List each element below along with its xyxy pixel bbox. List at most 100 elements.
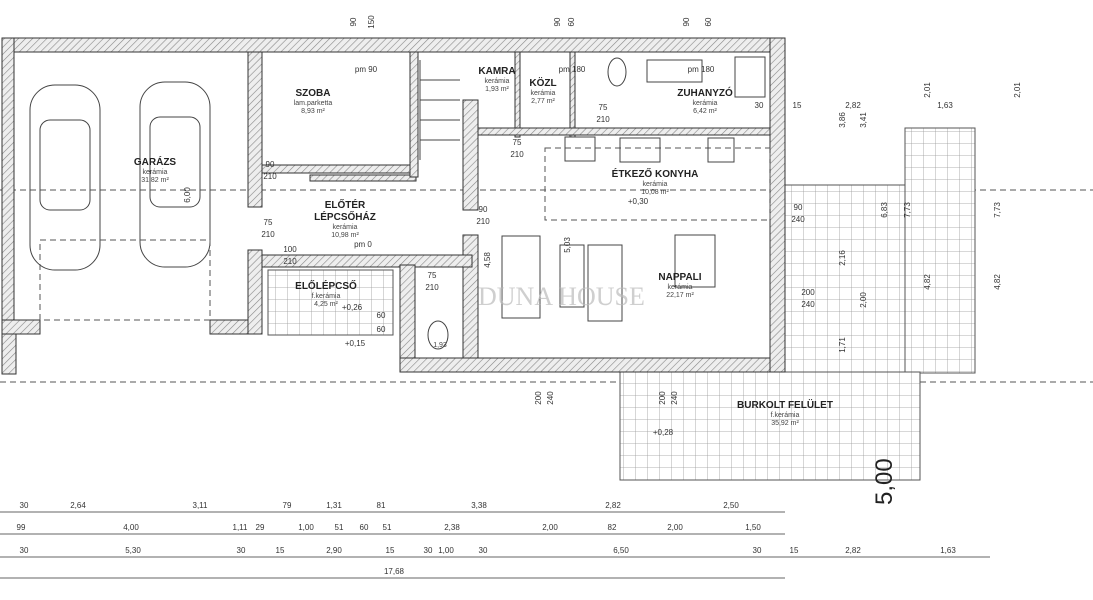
door-height: 210 (476, 217, 490, 226)
dimension-label: 82 (608, 523, 617, 532)
dimension-label: 4,82 (993, 274, 1002, 290)
window-height: 240 (801, 300, 815, 309)
dimension-label: 5,03 (563, 237, 572, 253)
level-label: +0,15 (345, 339, 366, 348)
level-label: pm 0 (354, 240, 372, 249)
big-dimension-label: 5,00 (871, 458, 898, 505)
dimension-label: 29 (256, 523, 265, 532)
garage-door-outline (39, 239, 211, 321)
dimension-label: 2,38 (444, 523, 460, 532)
room-name: ÉTKEZŐ KONYHA (612, 167, 699, 180)
walls (1, 37, 786, 375)
door-height: 210 (263, 172, 277, 181)
car-icon (139, 81, 211, 268)
room-material: f.kerámia (771, 412, 800, 419)
room-material: kerámia (333, 224, 358, 231)
dimension-label: 150 (367, 15, 376, 29)
dimension-label: 1,11 (233, 523, 249, 532)
dimension-label: 2,16 (838, 250, 847, 266)
room-area: 10,98 m² (331, 232, 359, 239)
dimension-label: 30 (755, 101, 764, 110)
room-area: 1,93 (433, 342, 447, 349)
room-area: 4,25 m² (314, 301, 338, 308)
dimension-label: 1,00 (298, 523, 314, 532)
room-name: ELŐLÉPCSŐ (295, 279, 357, 292)
dimension-label: 2,64 (70, 501, 86, 510)
room-area: 35,92 m² (771, 420, 799, 427)
dimension-label: 3,86 (838, 112, 847, 128)
dimension-label: 6,50 (613, 546, 629, 555)
front-steps-tiles (267, 269, 394, 336)
room-area: 22,17 m² (666, 292, 694, 299)
dimension-label: 3,41 (859, 112, 868, 128)
dimension-label: 79 (283, 501, 292, 510)
dimension-label: 2,82 (845, 101, 861, 110)
dimension-label: 60 (567, 17, 576, 26)
dimension-label: 1,71 (838, 337, 847, 353)
level-label: pm 180 (559, 65, 586, 74)
dimension-label: 30 (753, 546, 762, 555)
dimension-label: 6,00 (183, 187, 192, 203)
dimension-label: 99 (17, 523, 26, 532)
room-area: 2,77 m² (531, 98, 555, 105)
dimension-label: 15 (793, 101, 802, 110)
window-width: 200 (658, 391, 667, 405)
room-area: 1,93 m² (485, 86, 509, 93)
door-height: 210 (596, 115, 610, 124)
dimension-label: 1,50 (745, 523, 761, 532)
room-material: lam.parketta (294, 100, 333, 107)
window-height: 240 (546, 391, 555, 405)
room-area: 10,08 m² (641, 189, 669, 196)
watermark: DUNA HOUSE (478, 282, 645, 311)
dimension-label: 1,31 (326, 501, 342, 510)
dimension-label: 2,90 (326, 546, 342, 555)
room-name: LÉPCSŐHÁZ (314, 210, 376, 223)
dimension-label: 30 (237, 546, 246, 555)
room-material: kerámia (531, 90, 556, 97)
door-width: 75 (513, 138, 522, 147)
dimension-label: 90 (349, 17, 358, 26)
door-width: 75 (428, 271, 437, 280)
furniture (419, 56, 771, 350)
dimension-label: 51 (383, 523, 392, 532)
room-material: kerámia (643, 181, 668, 188)
level-label: +0,28 (653, 428, 674, 437)
terrace-strip (904, 127, 976, 374)
level-label: pm 180 (688, 65, 715, 74)
dimension-label: 1,63 (940, 546, 956, 555)
dimension-label: 2,82 (845, 546, 861, 555)
dimension-label: 60 (360, 523, 369, 532)
room-area: 8,93 m² (301, 108, 325, 115)
dimension-label: 2,00 (667, 523, 683, 532)
window-height: 240 (670, 391, 679, 405)
terrace-tiles (784, 184, 916, 373)
dimension-label: 5,30 (125, 546, 141, 555)
room-area: 6,42 m² (693, 108, 717, 115)
room-material: f.kerámia (312, 293, 341, 300)
door-height: 210 (261, 230, 275, 239)
dimension-label: 30 (479, 546, 488, 555)
door-width: 90 (479, 205, 488, 214)
room-name: ZUHANYZÓ (677, 86, 733, 99)
room-material: kerámia (485, 78, 510, 85)
dimension-label: 1,00 (438, 546, 454, 555)
room-name: KAMRA (478, 66, 515, 77)
dimension-label: 4,00 (123, 523, 139, 532)
room-material: kerámia (693, 100, 718, 107)
dimension-label: 3,11 (193, 501, 209, 510)
room-name: SZOBA (296, 88, 331, 99)
room-name: GARÁZS (134, 155, 177, 168)
dimension-label: 3,38 (471, 501, 487, 510)
dimension-label: 90 (553, 17, 562, 26)
door-width: 75 (264, 218, 273, 227)
door-height: 210 (510, 150, 524, 159)
dimension-label: 7,73 (993, 202, 1002, 218)
window-height: 240 (791, 215, 805, 224)
level-label: pm 90 (355, 65, 378, 74)
dimension-label: 6,83 (880, 202, 889, 218)
level-label: 60 (377, 325, 386, 334)
dimension-label: 90 (682, 17, 691, 26)
dimension-label: 7,73 (903, 202, 912, 218)
level-label: +0,30 (628, 197, 649, 206)
